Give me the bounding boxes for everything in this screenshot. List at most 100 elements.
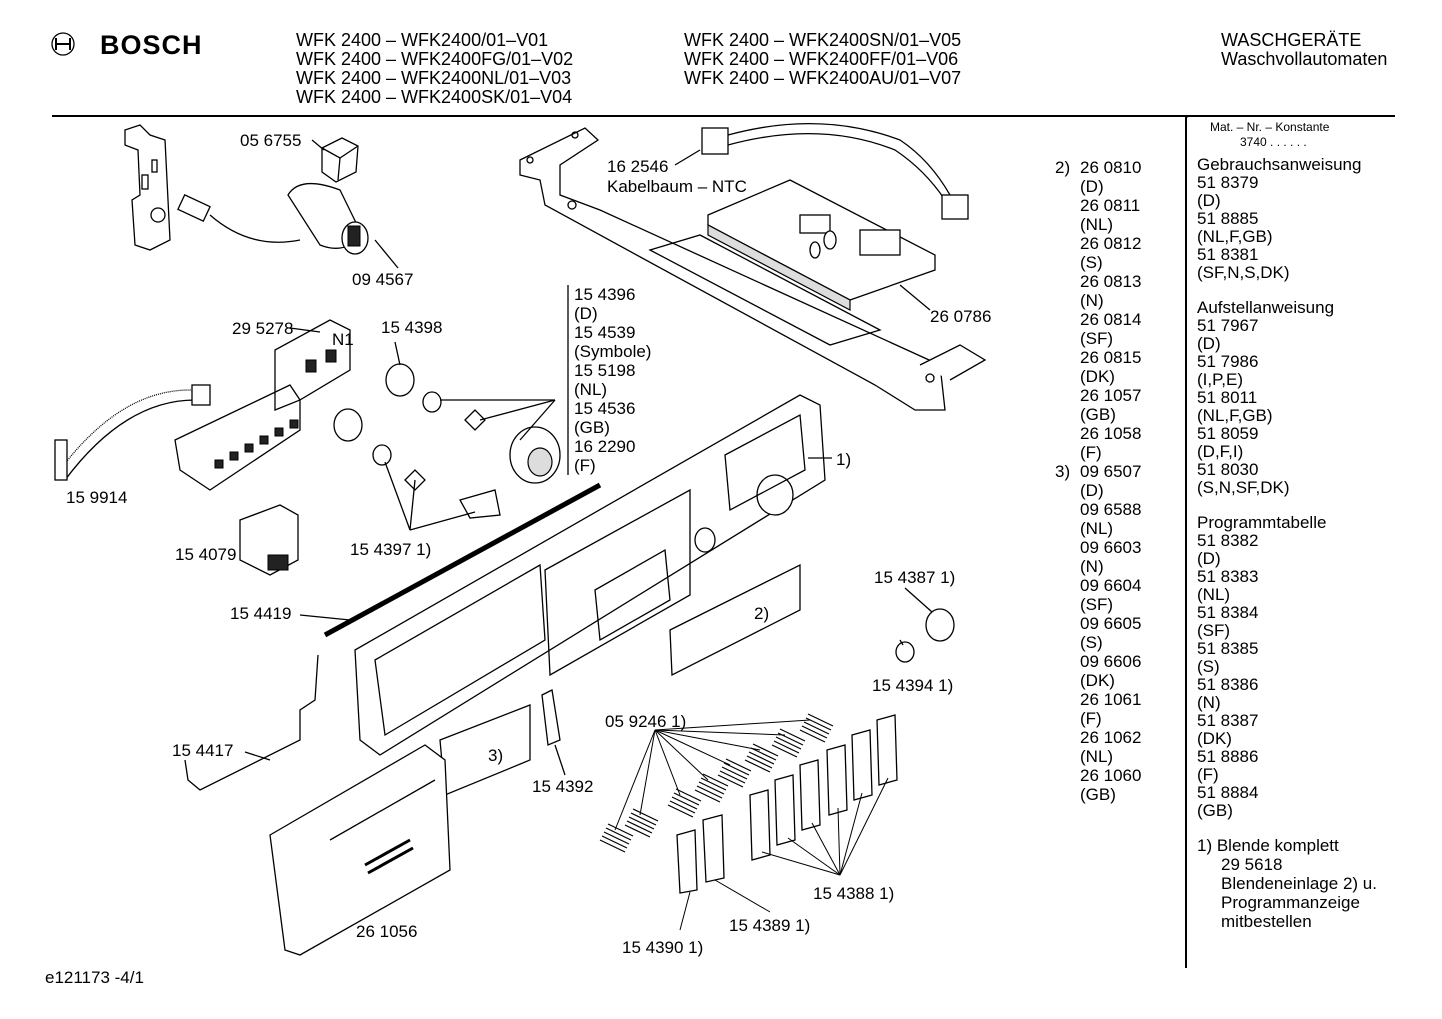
label-154419: 15 4419 [230, 604, 292, 623]
ref-prefix [1055, 728, 1080, 747]
sidebar-line: (GB) [1197, 801, 1233, 820]
label-154397: 15 4397 1) [350, 540, 432, 559]
sidebar-line: 51 8030 [1197, 460, 1259, 479]
control-bracket-part [519, 127, 987, 411]
ref-prefix [1055, 747, 1080, 766]
ribbon-cable-part [54, 384, 211, 481]
ref-prefix [1055, 709, 1080, 728]
sidebar-line: 51 8885 [1197, 209, 1259, 228]
bosch-logo-icon [51, 32, 75, 56]
sidebar-line: (D) [1197, 549, 1221, 568]
list-item: 16 2290 [574, 437, 636, 456]
ref-list-item: 2)26 0810 [1055, 158, 1141, 177]
models-column-2: WFK 2400 – WFK2400SN/01–V05 WFK 2400 – W… [684, 31, 961, 88]
sidebar-line: 51 8382 [1197, 531, 1259, 550]
ref-list-item: (SF) [1055, 595, 1141, 614]
sidebar-line: (SF,N,S,DK) [1197, 263, 1290, 282]
konstante-value: 3740 . . . . . . [1240, 135, 1307, 149]
ref-list-item: (N) [1055, 557, 1141, 576]
sidebar-section-title: Programmtabelle [1197, 513, 1327, 532]
ref-list-item: (S) [1055, 253, 1141, 272]
ref-prefix [1055, 595, 1080, 614]
list-item: 15 4396 [574, 285, 636, 304]
sidebar-line: 51 8381 [1197, 245, 1259, 264]
ref-prefix [1055, 253, 1080, 272]
ref-prefix [1055, 348, 1080, 367]
models-column-1: WFK 2400 – WFK2400/01–V01 WFK 2400 – WFK… [296, 31, 573, 107]
knob-variant-list: 15 4396 (D) 15 4539 (Symbole) 15 5198 (N… [574, 285, 651, 475]
ref-code: 09 6603 [1080, 538, 1142, 557]
label-295278: 29 5278 [232, 319, 294, 338]
sidebar-line: (D) [1197, 191, 1221, 210]
sidebar-line: (S) [1197, 657, 1220, 676]
label-154079: 15 4079 [175, 545, 237, 564]
label-261056: 26 1056 [356, 922, 418, 941]
ref-prefix [1055, 671, 1080, 690]
ref-list-item: (GB) [1055, 785, 1141, 804]
ref-list-item: 26 1057 [1055, 386, 1141, 405]
ref-list-item: 09 6604 [1055, 576, 1141, 595]
ref-list-item: 26 0812 [1055, 234, 1141, 253]
pcb-n1-part [174, 319, 351, 491]
ref-list-item: (N) [1055, 291, 1141, 310]
note-line: 29 5618 [1221, 855, 1283, 874]
note-line: mitbestellen [1221, 912, 1312, 931]
category: WASCHGERÄTE Waschvollautomaten [1221, 31, 1387, 69]
ref-list-item: (NL) [1055, 747, 1141, 766]
ref-code: (DK) [1080, 671, 1115, 690]
ref-code: 26 0813 [1080, 272, 1142, 291]
ref-prefix [1055, 633, 1080, 652]
ref-code: 26 0811 [1080, 196, 1141, 215]
push-knob-part [895, 608, 955, 663]
ref-code: 26 1061 [1080, 690, 1142, 709]
ref-prefix [1055, 500, 1080, 519]
seal-strip-part [323, 482, 602, 638]
ref-code: 09 6507 [1080, 462, 1142, 481]
label-154398: 15 4398 [381, 318, 443, 337]
ref-list-item: (NL) [1055, 519, 1141, 538]
ref-list-item: 26 1058 [1055, 424, 1141, 443]
ref-list-item: 26 1061 [1055, 690, 1141, 709]
sidebar-line: 51 8386 [1197, 675, 1259, 694]
ref-prefix [1055, 234, 1080, 253]
list-item: (F) [574, 456, 596, 475]
ref-code: 26 0815 [1080, 348, 1142, 367]
ref-prefix: 2) [1055, 158, 1071, 177]
door-switch-part [239, 504, 299, 576]
sidebar-line: (DK) [1197, 729, 1232, 748]
model-line: WFK 2400 – WFK2400FG/01–V02 [296, 49, 574, 69]
ref-list-item: 26 1062 [1055, 728, 1141, 747]
label-260786: 26 0786 [930, 307, 992, 326]
springs-part [599, 713, 834, 853]
fascia-panel-part [354, 394, 826, 756]
ref-code: (F) [1080, 443, 1102, 462]
panel-insert-part [439, 704, 531, 796]
ref-list-item: 3)09 6507 [1055, 462, 1141, 481]
ref-list-item: 09 6603 [1055, 538, 1141, 557]
sidebar-line: (F) [1197, 765, 1219, 784]
list-item: (NL) [574, 380, 608, 399]
note-line: Blendeneinlage 2) u. [1221, 874, 1377, 893]
sidebar-line: (N) [1197, 693, 1221, 712]
ref-code: 26 1062 [1080, 728, 1142, 747]
ref-code: 09 6588 [1080, 500, 1142, 519]
ref-prefix [1055, 196, 1080, 215]
list-item: 15 4539 [574, 323, 636, 342]
ref-prefix [1055, 424, 1080, 443]
model-line: WFK 2400 – WFK2400AU/01–V07 [684, 68, 962, 88]
ref-list-item: 09 6588 [1055, 500, 1141, 519]
ref-code: 09 6604 [1080, 576, 1142, 595]
list-item: (Symbole) [574, 342, 652, 361]
model-line: WFK 2400 – WFK2400FF/01–V06 [684, 49, 959, 69]
ref-code: (SF) [1080, 329, 1114, 348]
label-154389: 15 4389 1) [729, 916, 811, 935]
ref-code: 26 1057 [1080, 386, 1142, 405]
ref-code: (DK) [1080, 367, 1115, 386]
ref-prefix [1055, 652, 1080, 671]
ref-list-item: (F) [1055, 443, 1141, 462]
ref-list-item: (DK) [1055, 367, 1141, 386]
ref-code: (GB) [1080, 405, 1116, 424]
footer-code: e121173 -4/1 [45, 968, 144, 987]
